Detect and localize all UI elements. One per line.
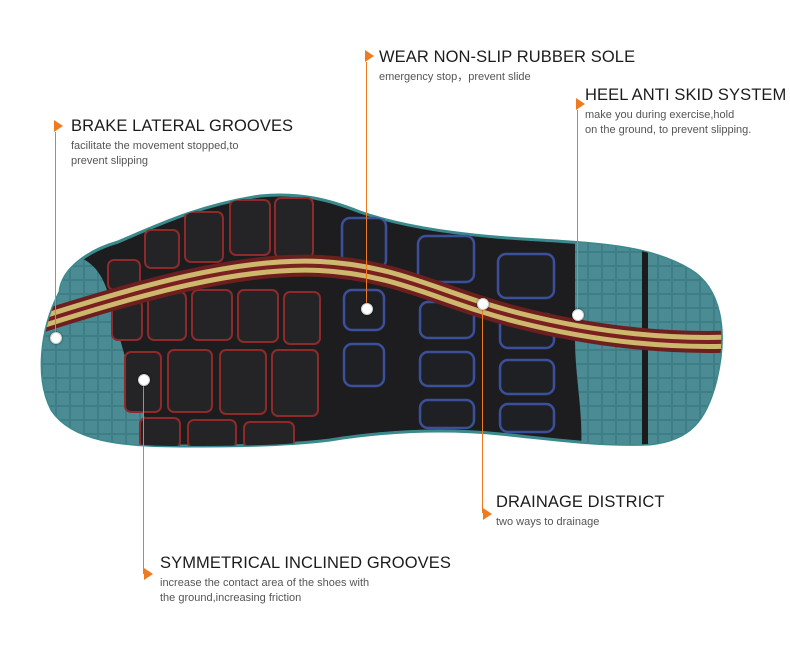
callout-desc-line: the ground,increasing friction <box>160 592 302 604</box>
callout-desc-line: facilitate the movement stopped,to <box>71 140 239 152</box>
callout-symmetrical-inclined-grooves: SYMMETRICAL INCLINED GROOVES increase th… <box>160 553 451 606</box>
heel-arrow-icon <box>576 98 585 110</box>
symmetrical-marker-icon <box>138 374 150 386</box>
callout-wear-non-slip-rubber-sole: WEAR NON-SLIP RUBBER SOLE emergency stop… <box>379 47 635 85</box>
callout-description: facilitate the movement stopped,to preve… <box>71 139 293 169</box>
callout-description: emergency stop，prevent slide <box>379 70 635 85</box>
heel-marker-icon <box>572 309 584 321</box>
callout-desc-line: emergency stop，prevent slide <box>379 71 531 83</box>
symmetrical-arrow-icon <box>144 568 153 580</box>
callout-desc-line: prevent slipping <box>71 155 149 167</box>
forefoot-lugs <box>107 197 321 446</box>
drainage-leader-line <box>482 305 483 513</box>
callout-title: WEAR NON-SLIP RUBBER SOLE <box>379 48 636 66</box>
callout-title: SYMMETRICAL INCLINED GROOVES <box>160 554 451 572</box>
callout-heel-anti-skid-system: HEEL ANTI SKID SYSTEM make you during ex… <box>585 85 786 138</box>
symmetrical-leader-line <box>143 380 144 574</box>
sole-leader-line <box>366 62 367 308</box>
callout-description: make you during exercise,hold on the gro… <box>585 108 786 138</box>
callout-title: HEEL ANTI SKID SYSTEM <box>585 86 787 104</box>
callout-desc-line: on the ground, to prevent slipping. <box>585 124 752 136</box>
callout-title: DRAINAGE DISTRICT <box>496 493 665 511</box>
callout-description: two ways to drainage <box>496 515 665 530</box>
heel-leader-line <box>577 110 578 315</box>
callout-brake-lateral-grooves: BRAKE LATERAL GROOVES facilitate the mov… <box>71 116 293 169</box>
drainage-marker-icon <box>477 298 489 310</box>
sole-marker-icon <box>361 303 373 315</box>
sole-shape <box>40 193 723 448</box>
brake-leader-line <box>55 132 56 338</box>
brake-marker-icon <box>50 332 62 344</box>
callout-drainage-district: DRAINAGE DISTRICT two ways to drainage <box>496 492 665 530</box>
brake-arrow-icon <box>54 120 63 132</box>
callout-desc-line: make you during exercise,hold <box>585 109 735 121</box>
callout-description: increase the contact area of the shoes w… <box>160 576 451 606</box>
drainage-arrow-icon <box>483 508 492 520</box>
callout-title: BRAKE LATERAL GROOVES <box>71 117 294 135</box>
callout-desc-line: increase the contact area of the shoes w… <box>160 577 370 589</box>
sole-arrow-icon <box>365 50 374 62</box>
callout-desc-line: two ways to drainage <box>496 516 600 528</box>
